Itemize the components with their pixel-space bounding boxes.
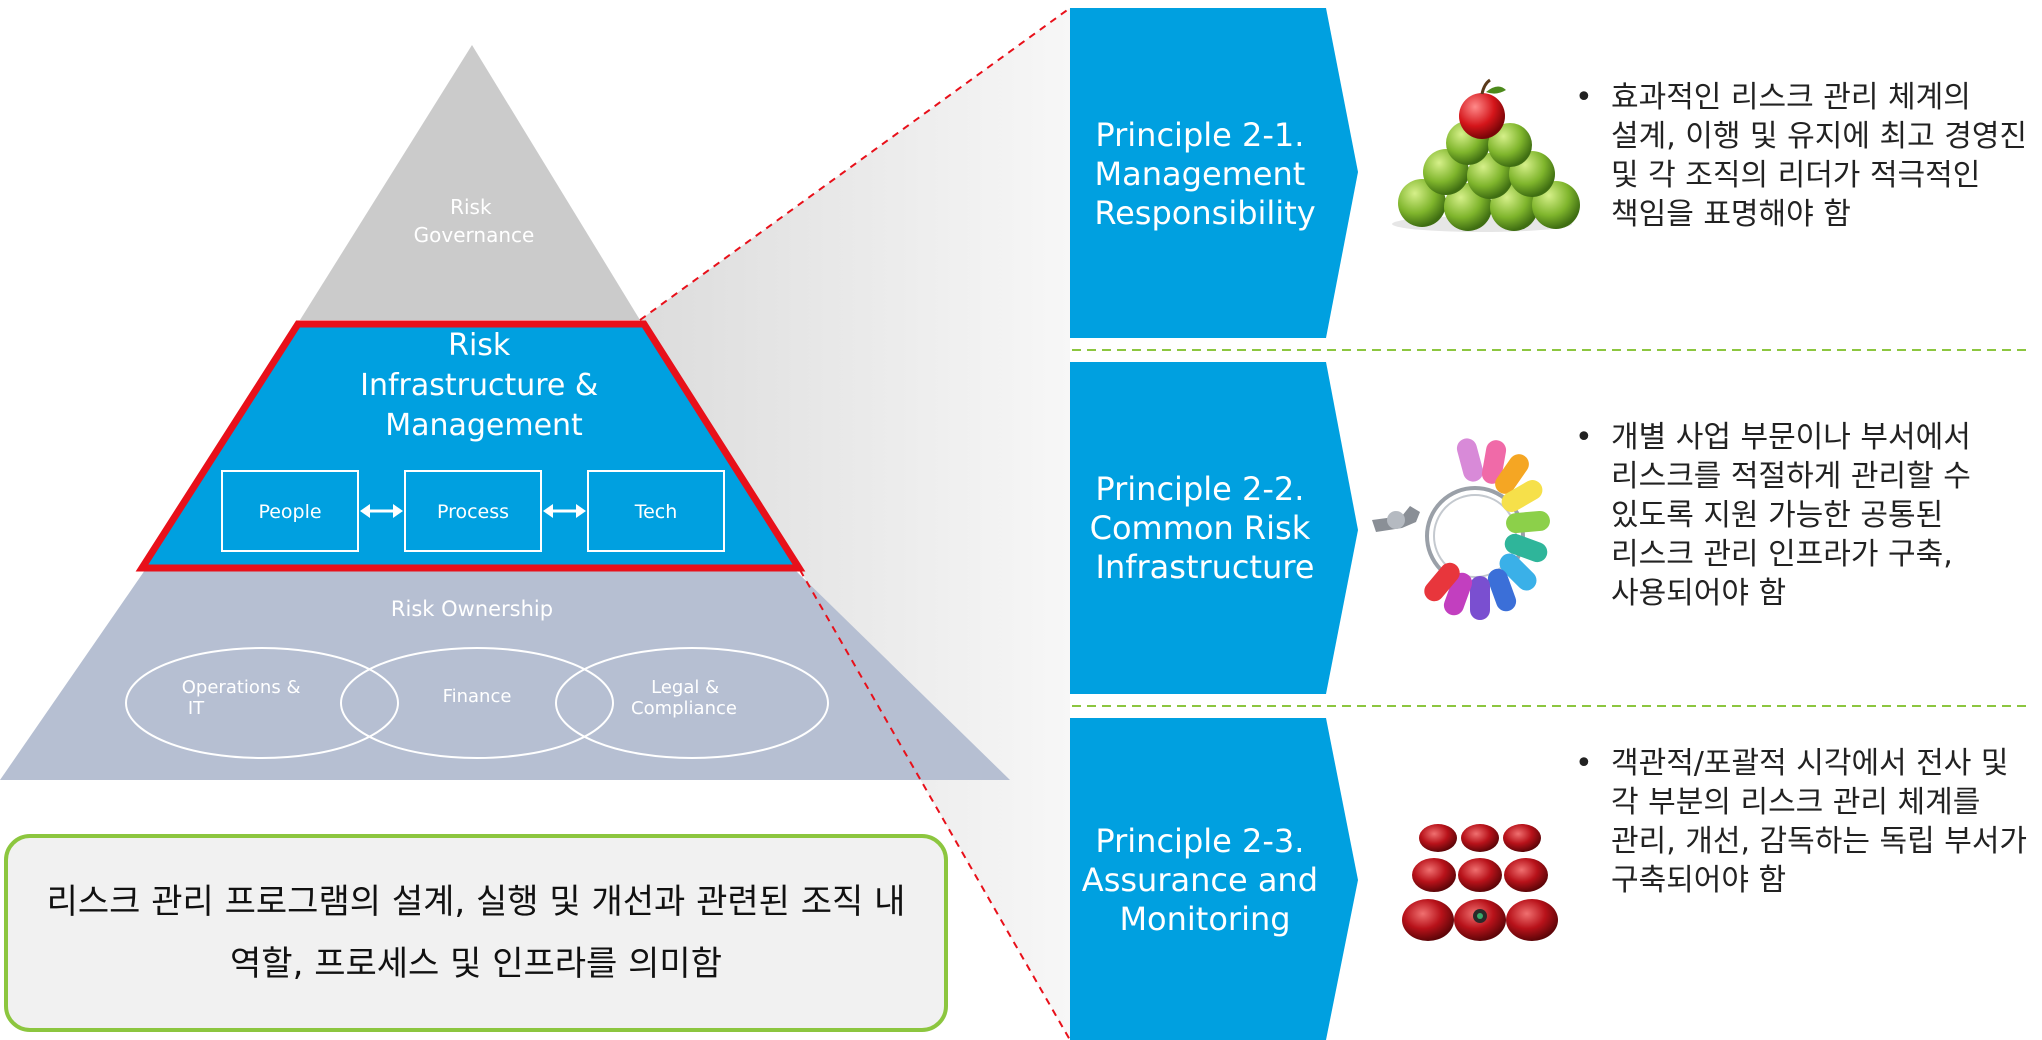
- principle-2-2-title: Principle 2-2. Common Risk Infrastructur…: [1090, 470, 1321, 586]
- summary-line-1: 리스크 관리 프로그램의 설계, 실행 및 개선과 관련된 조직 내: [46, 882, 906, 922]
- principle-2-1-title: Principle 2-1. Management Responsibility: [1094, 116, 1315, 232]
- ellipse-label-operations: Operations & IT: [182, 677, 306, 719]
- tech-box: [587, 470, 725, 552]
- bullet-icon: •: [1575, 80, 1593, 115]
- bullet-icon: •: [1575, 420, 1593, 455]
- pyramid-bottom-tier: [0, 570, 1010, 780]
- zoom-connector-panel: [640, 8, 1070, 1040]
- people-box: [221, 470, 359, 552]
- double-arrow-process-tech: [543, 504, 586, 518]
- risk-ownership-title: Risk Ownership: [391, 597, 553, 621]
- bullet-icon: •: [1575, 746, 1593, 781]
- apple-pyramid-icon: [1392, 78, 1580, 232]
- pyramid-middle-tier: [135, 320, 806, 572]
- risk-governance-label: Risk Governance: [414, 195, 535, 247]
- ellipse-label-finance: Finance: [443, 686, 512, 707]
- summary-box: 리스크 관리 프로그램의 설계, 실행 및 개선과 관련된 조직 내 역할, 프…: [4, 834, 948, 1032]
- summary-line-2: 역할, 프로세스 및 인프라를 의미함: [230, 944, 722, 984]
- principle-2-2-description: •개별 사업 부문이나 부서에서 리스크를 적절하게 관리할 수 있도록 지원 …: [1575, 420, 1971, 611]
- double-arrow-people-process: [360, 504, 403, 518]
- zoom-line-top: [639, 7, 1071, 321]
- principle-2-2-chevron: [1070, 362, 1358, 694]
- ownership-ellipse-legal: [555, 647, 829, 759]
- principle-2-1-chevron: [1070, 8, 1358, 338]
- ownership-ellipse-finance: [340, 647, 614, 759]
- principle-2-3-chevron: [1070, 718, 1358, 1040]
- ellipse-label-legal: Legal & Compliance: [631, 677, 737, 719]
- tech-label: Tech: [634, 501, 678, 523]
- process-label: Process: [437, 501, 509, 523]
- principle-2-3-description: •객관적/포괄적 시각에서 전사 및 각 부분의 리스크 관리 체계를 관리, …: [1575, 746, 2028, 898]
- principle-2-1-description: •효과적인 리스크 관리 체계의 설계, 이행 및 유지에 최고 경영진 및 각…: [1575, 80, 2028, 232]
- process-box: [404, 470, 542, 552]
- pyramid-top-tier: [300, 45, 640, 320]
- risk-infrastructure-label: Risk Infrastructure & Management: [360, 328, 608, 443]
- ownership-ellipse-operations: [125, 647, 399, 759]
- keyring-tags-icon: [1372, 438, 1550, 620]
- red-buttons-grid-icon: [1402, 824, 1558, 941]
- people-label: People: [258, 501, 321, 523]
- principle-2-3-title: Principle 2-3. Assurance and Monitoring: [1082, 822, 1328, 938]
